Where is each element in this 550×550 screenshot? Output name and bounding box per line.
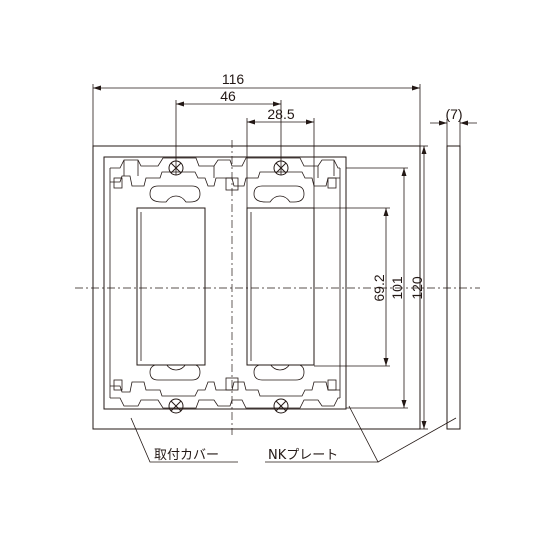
dim-height-inner: 69.2 xyxy=(371,274,387,301)
keyhole-top-right xyxy=(253,185,305,203)
label-nk-plate: NKプレート xyxy=(268,448,338,463)
dim-overall-width: 116 xyxy=(222,71,245,87)
bottom-bracket xyxy=(110,377,340,409)
slot-left xyxy=(136,207,206,366)
dim-slot-pitch: 28.5 xyxy=(267,106,294,122)
screw-bottom-left-icon xyxy=(168,398,184,414)
slot-right xyxy=(246,207,315,366)
keyhole-bottom-right xyxy=(253,363,305,381)
screw-bottom-right-icon xyxy=(273,398,289,414)
keyhole-bottom-left xyxy=(149,363,201,381)
nk-plate-outline xyxy=(92,145,421,430)
label-mounting-cover: 取付カバー xyxy=(154,448,219,463)
dim-height-mid: 101 xyxy=(389,276,405,300)
mounting-cover-leader xyxy=(130,417,238,463)
top-bracket xyxy=(110,157,340,191)
dim-thickness: (7) xyxy=(445,106,462,122)
dim-inner-spacing: 46 xyxy=(220,88,236,104)
dim-height-overall: 120 xyxy=(409,276,425,300)
keyhole-top-left xyxy=(149,185,201,203)
side-view-plate xyxy=(446,145,461,430)
